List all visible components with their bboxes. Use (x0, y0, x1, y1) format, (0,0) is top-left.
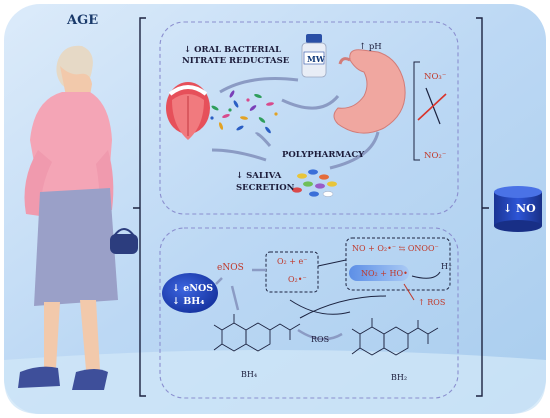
proton-label: H⁺ (441, 262, 453, 271)
oral-bacteria-label-line2: NITRATE REDUCTASE (182, 56, 290, 66)
ros-label: ROS (311, 335, 330, 344)
saliva-label-line2: SECRETION (236, 183, 295, 193)
bl-enos-label: ↓ eNOS (172, 283, 214, 294)
saliva-label-line1: ↓ SALIVA (236, 171, 282, 181)
bl-oval (162, 273, 218, 313)
no3-label: NO₃⁻ (424, 72, 447, 82)
enos-to-oval-arrow (215, 277, 223, 285)
ph-label: ↑ pH (359, 42, 382, 52)
peroxynitrite-label: NO + O₂•⁻ ⇆ ONOO⁻ (352, 244, 439, 253)
polypharmacy-to-bacteria-arrow (254, 132, 272, 147)
bh4-label: BH₄ (241, 370, 258, 379)
peroxynitrite-box (345, 237, 451, 291)
no2-radical-label: NO₂ + HO• (361, 269, 408, 278)
nitrate-bracket (413, 61, 420, 161)
enos-label: eNOS (217, 263, 244, 273)
superoxide-label: O₂•⁻ (288, 275, 307, 284)
superoxide-to-peroxynitrite-arrow (317, 259, 347, 267)
woman-figure-icon (18, 45, 138, 390)
bacteria-icon (210, 90, 278, 134)
ros-oxidation-arrow (297, 328, 343, 341)
bh2-label: BH₂ (391, 373, 408, 382)
mouthwash-label: MW (307, 54, 325, 64)
oral-pathway-panel (159, 21, 459, 215)
ros-up-label: ↑ ROS (418, 298, 446, 307)
right-bracket (476, 17, 489, 397)
o2-electron-label: O₂ + e⁻ (277, 257, 308, 266)
no2-label: NO₂⁻ (424, 151, 447, 161)
superoxide-box (265, 251, 319, 293)
bacteria-to-stomach-arrow (281, 95, 340, 110)
left-bracket (133, 17, 146, 397)
polypharmacy-arrow (329, 131, 380, 170)
saliva-arrow (211, 148, 267, 162)
cross-arrow-2 (299, 295, 387, 319)
cross-arrow-1 (289, 299, 351, 315)
bh2-molecule-icon (351, 318, 439, 356)
oral-bacteria-label-line1: ↓ ORAL BACTERIAL (184, 45, 282, 55)
no-cylinder-icon (494, 186, 542, 232)
pills-icon (292, 169, 337, 197)
bacteria-to-tongue-arrow (219, 77, 299, 94)
nitrate-block-line (417, 93, 447, 121)
enos-down-arrow (230, 285, 240, 311)
bl-bh4-label: ↓ BH₄ (172, 296, 205, 307)
no2-highlight (349, 265, 409, 281)
ros-up-arrow (403, 283, 415, 301)
proton-arrow (411, 271, 441, 279)
mouthwash-bottle-icon (301, 34, 327, 78)
age-label: AGE (67, 13, 99, 28)
tongue-icon (166, 82, 210, 140)
no-total-label: ↓ NO (503, 202, 536, 215)
stomach-icon (333, 49, 406, 134)
polypharmacy-label: POLYPHARMACY (282, 150, 365, 160)
bh4-molecule-icon (213, 314, 301, 352)
